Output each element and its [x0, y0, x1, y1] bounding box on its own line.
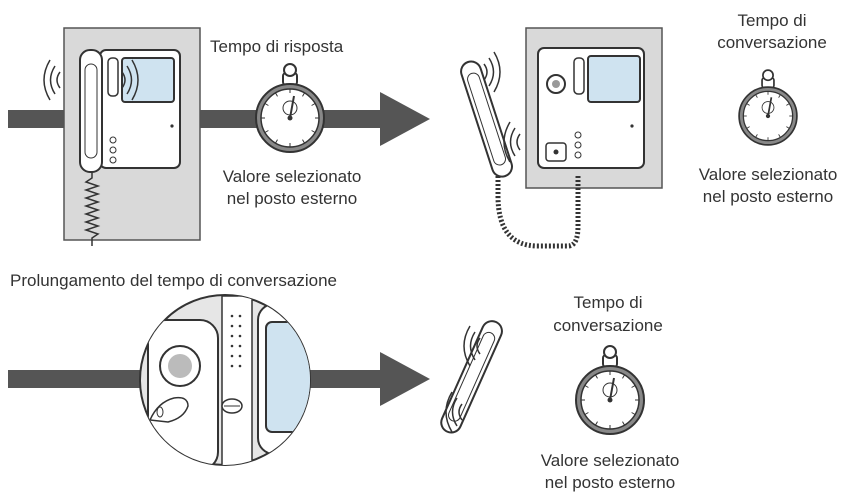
handset-icon [437, 316, 507, 437]
conv-value-line2: nel posto esterno [545, 473, 675, 492]
conv-time-label-line1: Tempo di [738, 11, 807, 30]
conv-time-label-line2: conversazione [553, 316, 663, 335]
stopwatch-icon [738, 69, 798, 146]
conv-value-line1: Valore selezionato [699, 165, 838, 184]
stopwatch-icon [575, 345, 645, 435]
zoom-button-icon [139, 294, 311, 466]
conv-time-label-line2: conversazione [717, 33, 827, 52]
sound-waves-icon [43, 59, 61, 101]
response-value-line2: nel posto esterno [227, 189, 357, 208]
extension-title: Prolungamento del tempo di conversazione [10, 271, 337, 290]
handset-cord [83, 172, 101, 246]
sound-waves-icon [503, 121, 521, 163]
conv-value-line1: Valore selezionato [541, 451, 680, 470]
handset-icon [79, 49, 103, 173]
conv-value-line2: nel posto esterno [703, 187, 833, 206]
intercom-icon [525, 27, 663, 189]
handset-cord [495, 176, 581, 249]
response-value-line1: Valore selezionato [223, 167, 362, 186]
response-time-label: Tempo di risposta [210, 37, 344, 56]
stopwatch-icon [255, 63, 325, 153]
conv-time-label-line1: Tempo di [574, 293, 643, 312]
